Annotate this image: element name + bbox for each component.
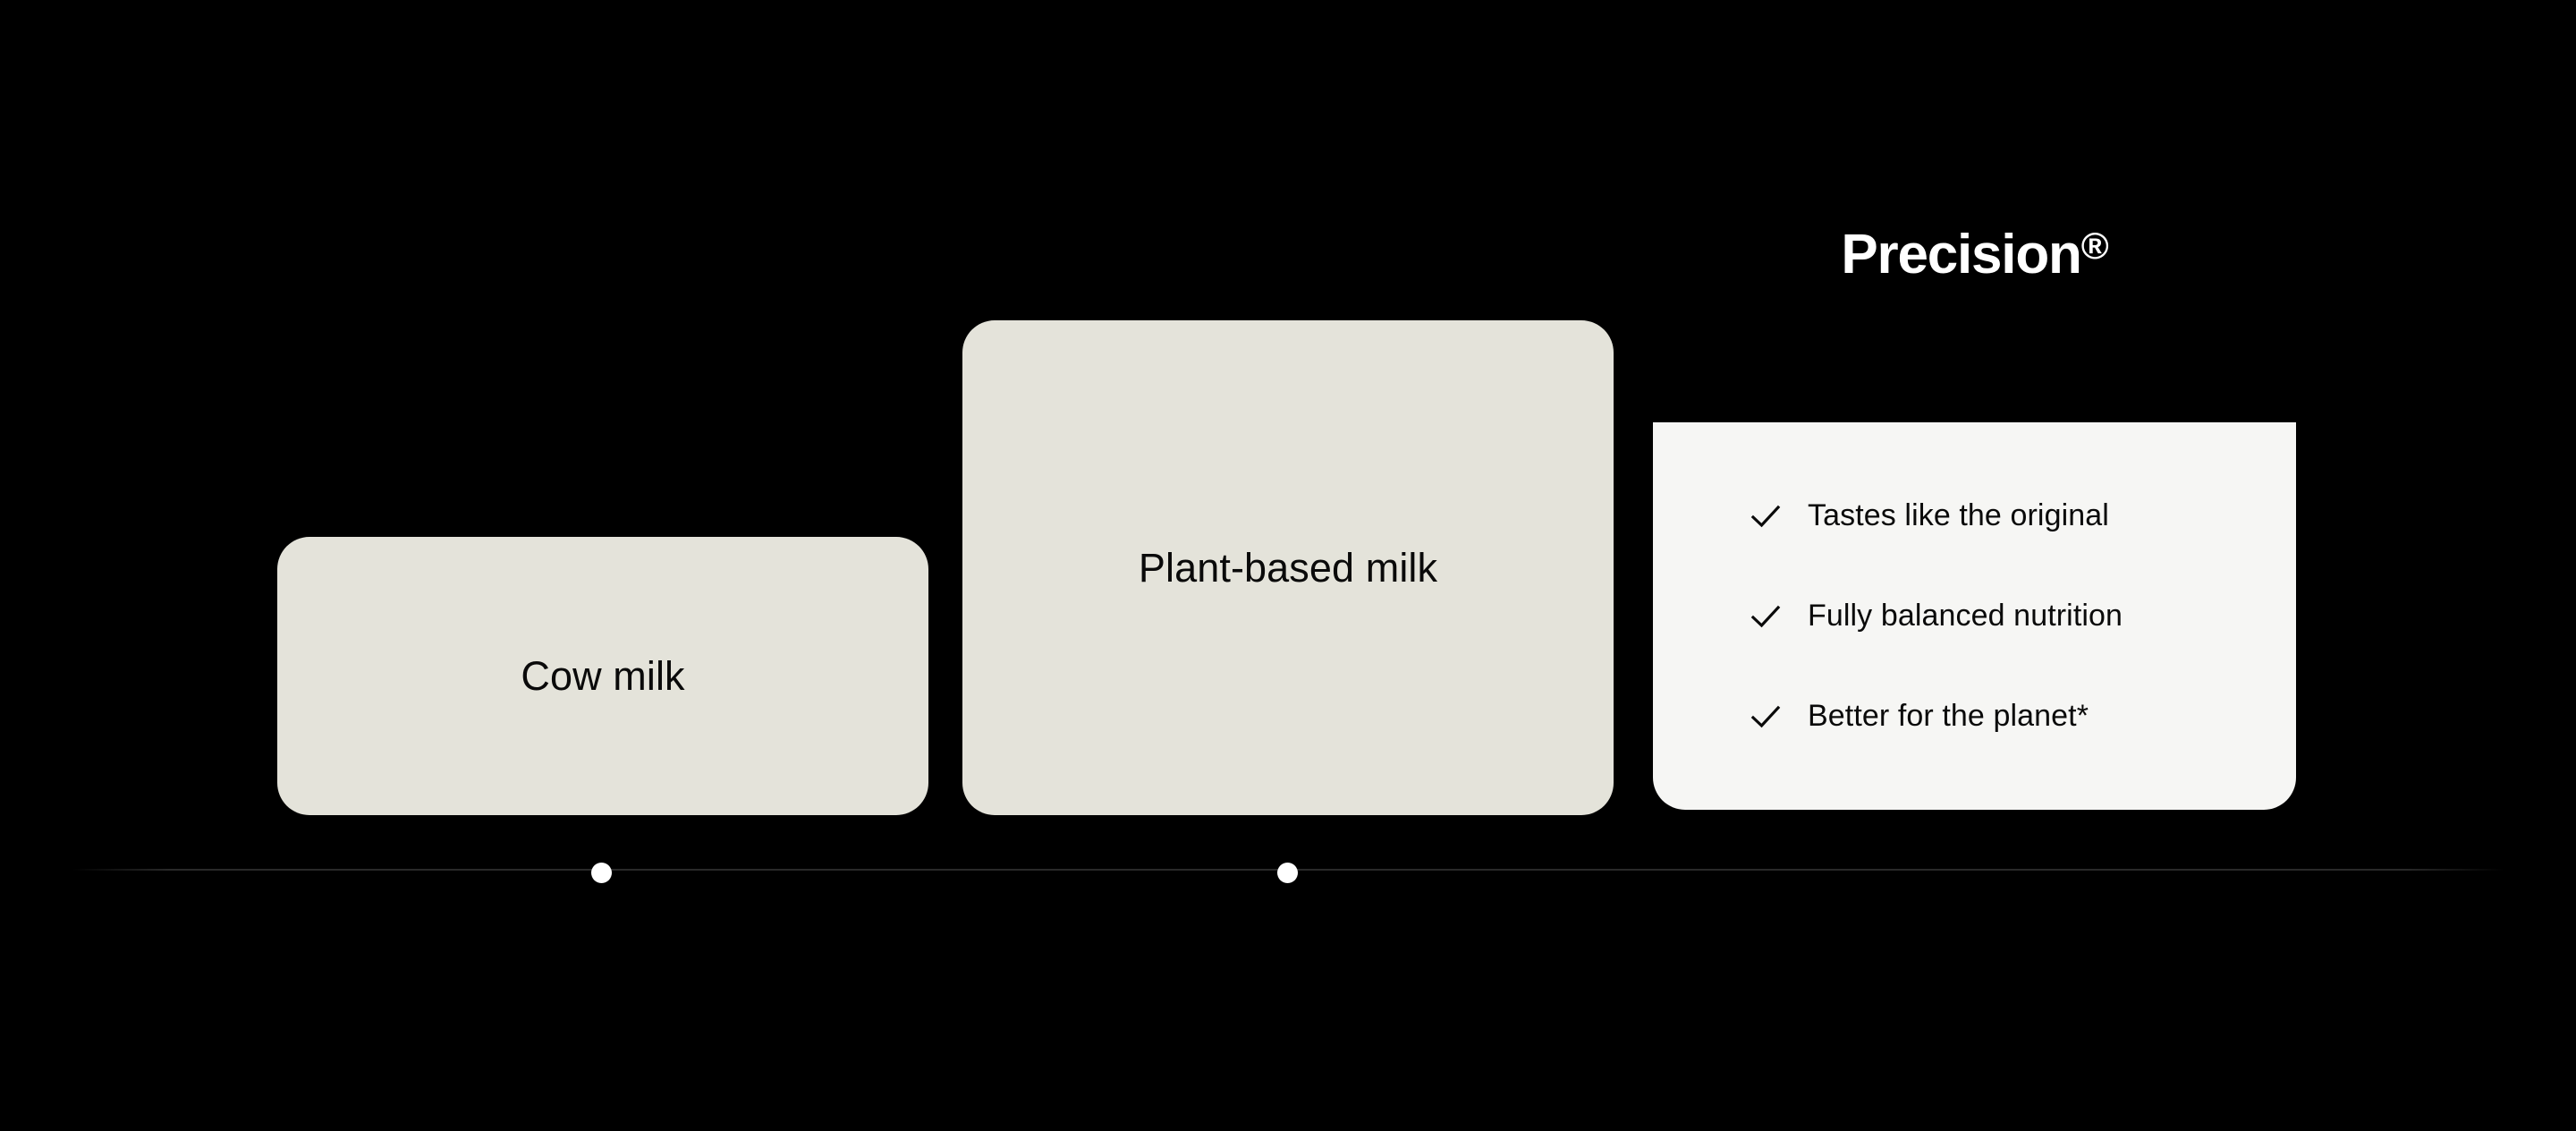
plant-based-milk-dot: [1277, 863, 1298, 883]
cow-milk-card-label: Cow milk: [521, 652, 685, 699]
benefit-label: Tastes like the original: [1808, 498, 2109, 532]
plant-based-milk-card-label: Plant-based milk: [1138, 544, 1438, 591]
registered-trademark-icon: ®: [2080, 225, 2109, 267]
plant-based-milk-card[interactable]: Plant-based milk: [962, 320, 1614, 815]
precision-title-text: Precision: [1841, 224, 2082, 285]
cow-milk-card[interactable]: Cow milk: [277, 537, 928, 815]
check-icon: [1749, 600, 1783, 634]
benefit-label: Fully balanced nutrition: [1808, 599, 2123, 633]
cow-milk-dot: [591, 863, 612, 883]
precision-benefits-panel: Tastes like the original Fully balanced …: [1653, 422, 2296, 810]
precision-title: Precision®: [1653, 227, 2297, 283]
check-icon: [1749, 499, 1783, 533]
benefit-item-nutrition: Fully balanced nutrition: [1749, 566, 2296, 667]
benefit-label: Better for the planet*: [1808, 699, 2089, 733]
benefit-item-taste: Tastes like the original: [1749, 466, 2296, 566]
benefit-item-planet: Better for the planet*: [1749, 667, 2296, 767]
check-icon: [1749, 700, 1783, 734]
